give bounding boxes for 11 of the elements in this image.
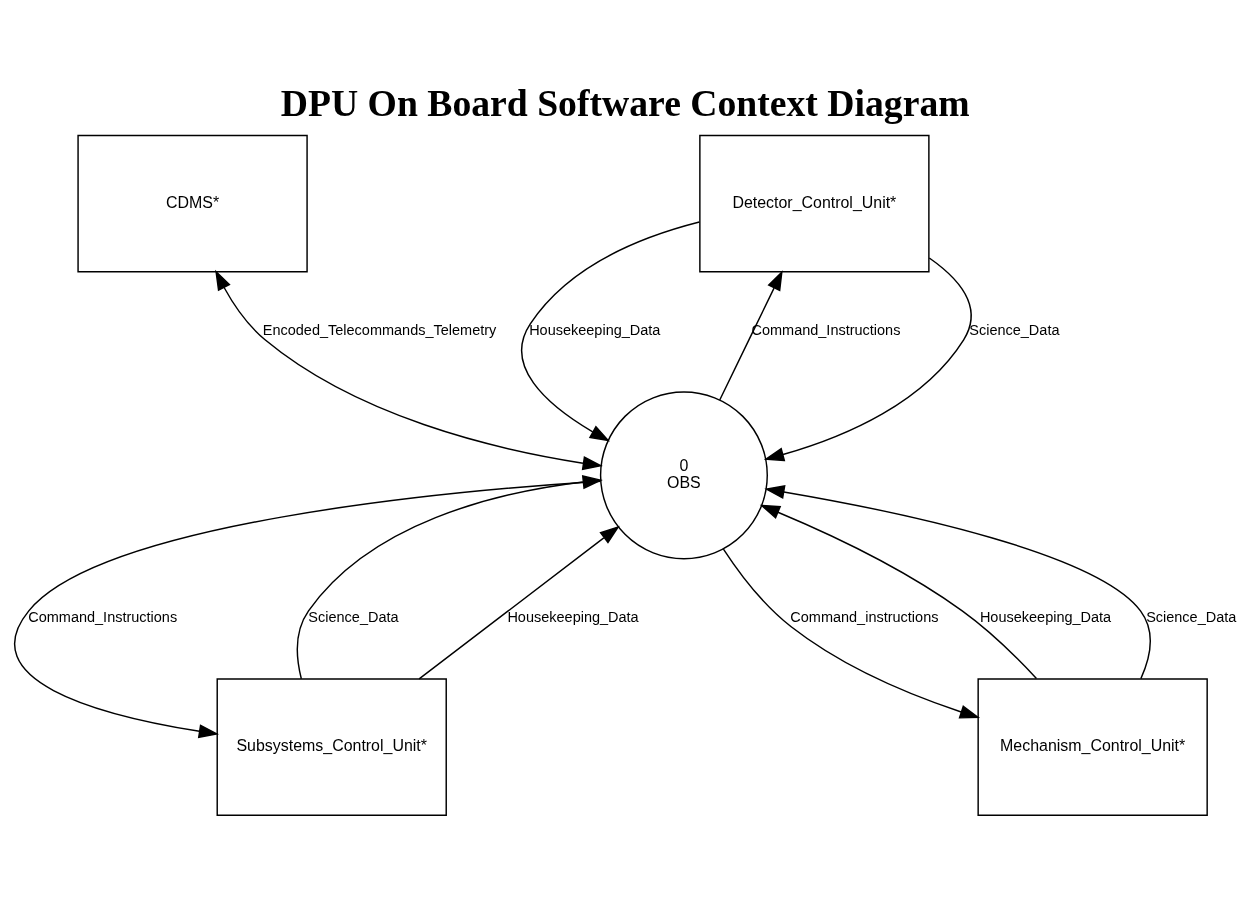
- edge-label: Command_Instructions: [28, 609, 178, 626]
- edge-label: Science_Data: [308, 609, 399, 626]
- edge-label: Encoded_Telecommands_Telemetry: [262, 322, 497, 339]
- edge-label: Housekeeping_Data: [529, 322, 661, 339]
- edge-label: Housekeeping_Data: [507, 609, 639, 626]
- edge-label: Command_instructions: [790, 609, 939, 626]
- edge-label: Command_Instructions: [751, 322, 901, 339]
- diagram-title: DPU On Board Software Context Diagram: [280, 82, 970, 125]
- edge-label: Science_Data: [969, 322, 1060, 339]
- edge-label: Science_Data: [1146, 609, 1237, 626]
- edge-label: Housekeeping_Data: [979, 609, 1112, 626]
